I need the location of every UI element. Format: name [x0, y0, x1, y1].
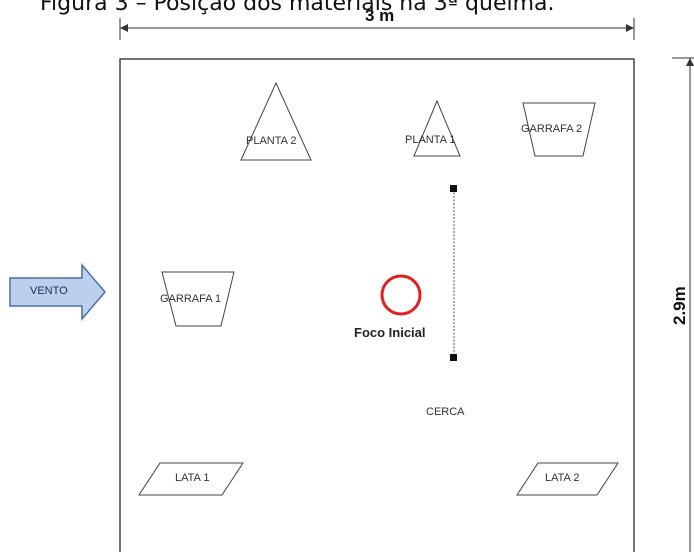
- wind-label: VENTO: [30, 285, 68, 297]
- planta-2-shape: [240, 81, 312, 161]
- fence-label: CERCA: [426, 406, 465, 418]
- planta-1-label: PLANTA 1: [405, 134, 456, 146]
- garrafa-1-label: GARRAFA 1: [160, 293, 222, 305]
- burn-area-border: [119, 58, 635, 552]
- figure-caption: Figura 3 – Posição dos materiais na 3ª q…: [40, 0, 555, 16]
- lata-2-shape: [516, 462, 619, 496]
- height-dimension: [672, 57, 694, 552]
- garrafa-2-shape: [522, 102, 596, 157]
- planta-2-label: PLANTA 2: [246, 135, 297, 147]
- lata-1-label: LATA 1: [175, 472, 210, 484]
- height-label: 2.9m: [670, 286, 689, 325]
- wind-arrow: [9, 262, 106, 322]
- focus-label: Foco Inicial: [354, 325, 426, 340]
- width-label: 3 m: [365, 6, 395, 25]
- initial-focus-ring: [380, 274, 422, 316]
- garrafa-1-shape: [161, 271, 235, 327]
- lata-2-label: LATA 2: [545, 472, 580, 484]
- width-dimension: [119, 18, 635, 40]
- lata-1-shape: [138, 462, 244, 496]
- garrafa-2-label: GARRAFA 2: [521, 123, 583, 135]
- fence: [450, 185, 457, 361]
- planta-1-shape: [413, 99, 461, 157]
